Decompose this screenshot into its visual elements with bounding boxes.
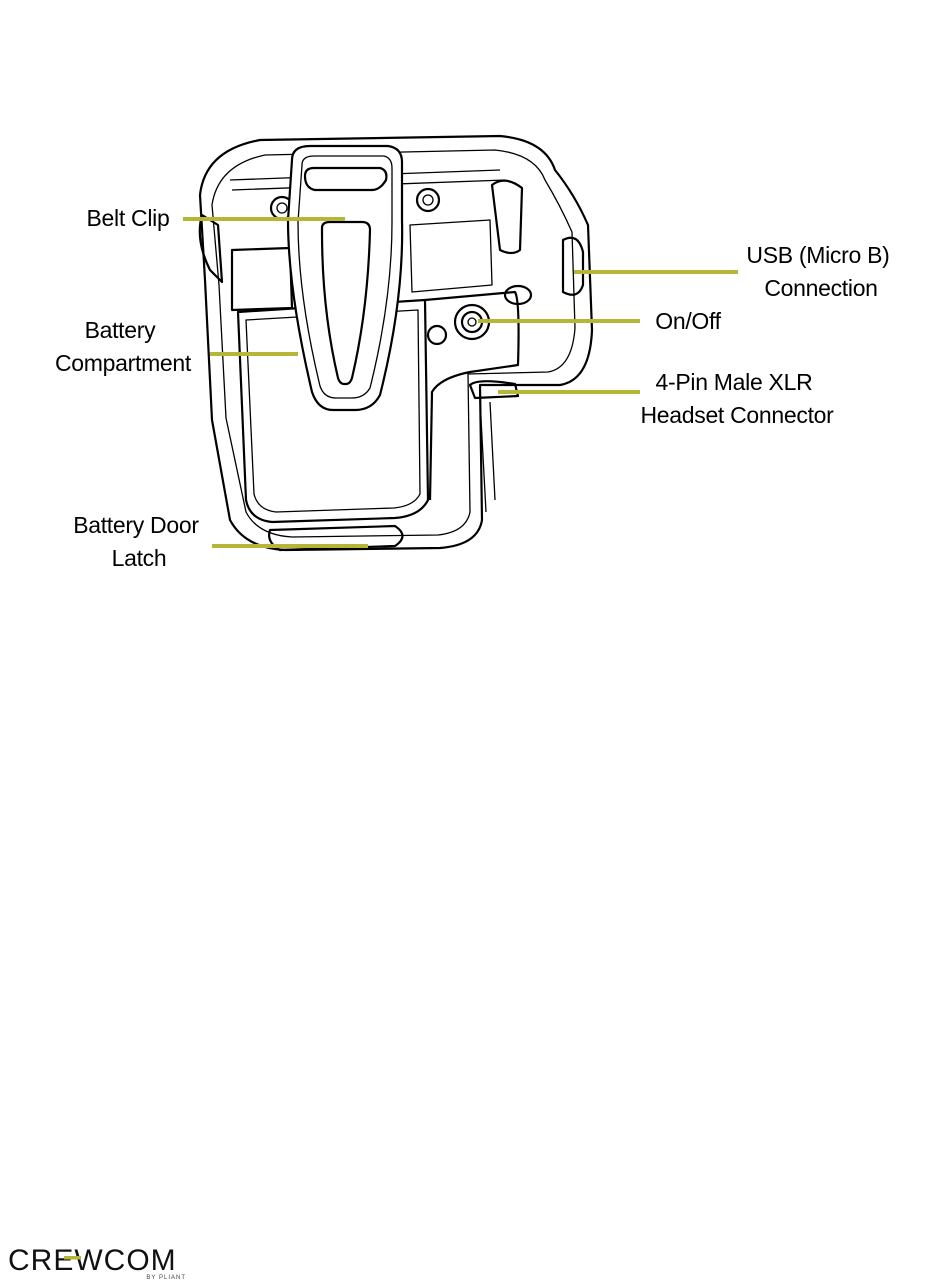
label-usb-connection: USB (Micro B) Connection [746,242,895,301]
label-belt-clip: Belt Clip [87,205,170,231]
logo-sub-text: BY PLIANT [146,1275,186,1281]
label-battery-compartment: Battery Compartment [55,317,192,376]
label-battery-door-latch: Battery Door Latch [73,512,205,571]
label-on-off: On/Off [655,308,721,334]
beltpack-illustration [200,136,592,550]
label-xlr-connector: 4-Pin Male XLR Headset Connector [640,369,834,428]
logo-brand-text: CREWCOM [8,1244,177,1277]
logo-accent-bar [64,1256,81,1260]
crewcom-logo: CREWCOM BY PLIANT [8,1244,186,1281]
